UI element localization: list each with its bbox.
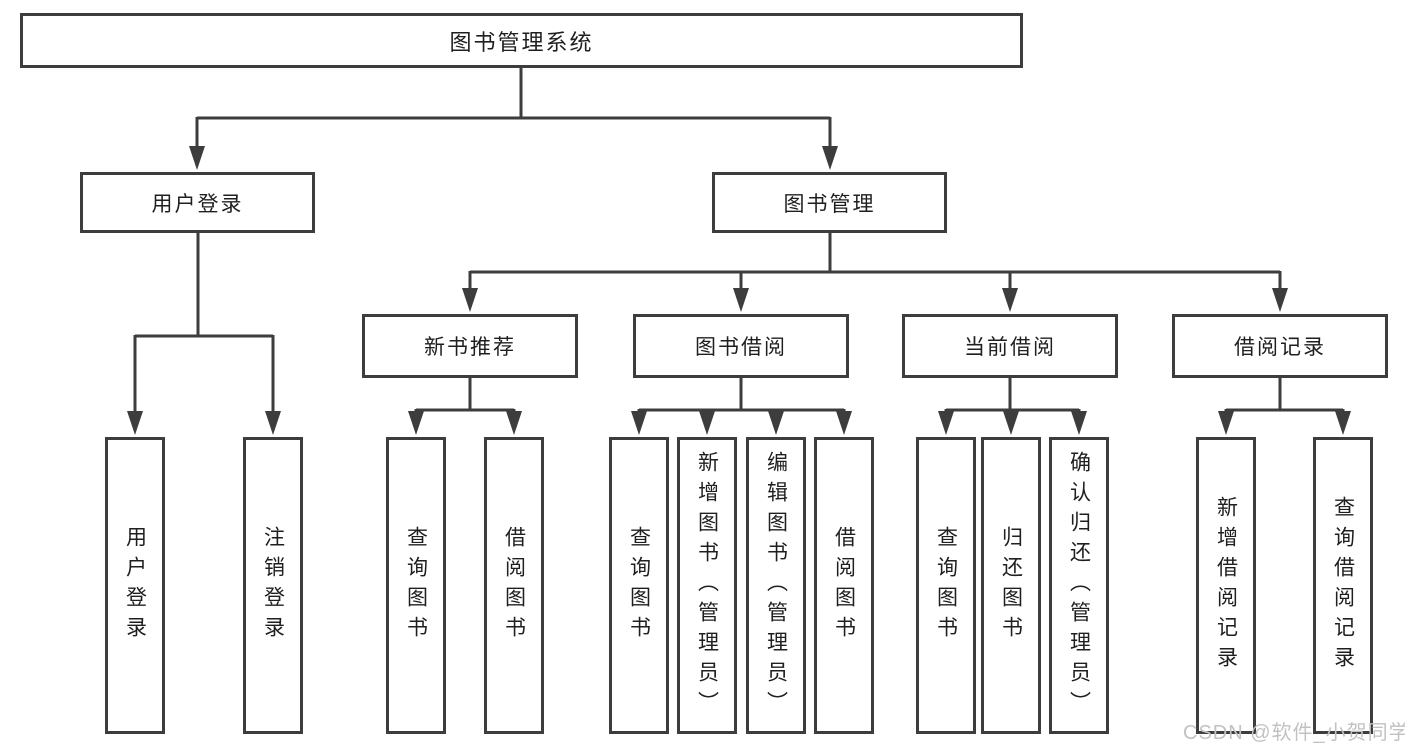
arrowhead	[768, 411, 784, 435]
watermark: CSDN @软件_小贺同学	[1183, 722, 1405, 744]
arrowhead	[938, 411, 954, 435]
arrowhead	[189, 146, 205, 170]
node-label: 查询借阅记录	[1331, 495, 1355, 676]
node-user-login: 用户登录	[80, 172, 315, 233]
node-book-management-system: 图书管理系统	[20, 13, 1023, 68]
node-label: 图书管理系统	[449, 29, 594, 55]
node-label: 确认归还（管理员）	[1067, 450, 1091, 721]
node-label: 编辑图书（管理员）	[764, 450, 788, 721]
arrowhead	[1002, 288, 1018, 312]
connector-new-books-to-leaves	[414, 378, 516, 415]
node-book-borrowing: 图书借阅	[633, 314, 849, 378]
connector-book-borrow-to-leaves	[637, 378, 846, 415]
node-label: 借阅记录	[1234, 336, 1326, 359]
node-label: 图书管理	[783, 192, 876, 216]
node-borrowing-records: 借阅记录	[1172, 314, 1388, 378]
leaf-newbooks-borrow-books: 借阅图书	[484, 437, 544, 734]
leaf-borrowing-edit-books-admin: 编辑图书（管理员）	[746, 437, 806, 734]
arrowhead	[1335, 411, 1351, 435]
node-label: 借阅图书	[832, 525, 856, 646]
connector-current-borrow-to-leaves	[944, 378, 1081, 415]
node-label: 新增借阅记录	[1214, 495, 1238, 676]
arrowhead	[408, 411, 424, 435]
node-label: 查询图书	[627, 525, 651, 646]
leaf-current-query-books: 查询图书	[916, 437, 976, 734]
node-label: 借阅图书	[502, 525, 526, 646]
leaf-borrowing-add-books-admin: 新增图书（管理员）	[677, 437, 737, 734]
node-label: 归还图书	[999, 525, 1023, 646]
node-new-book-recommend: 新书推荐	[362, 314, 578, 378]
node-label: 查询图书	[404, 525, 428, 646]
arrowhead	[1071, 411, 1087, 435]
arrowhead	[265, 411, 281, 435]
node-label: 新书推荐	[424, 336, 516, 359]
leaf-user-login: 用户登录	[105, 437, 165, 734]
arrowhead	[1272, 288, 1288, 312]
arrowhead	[462, 288, 478, 312]
arrowhead	[1218, 411, 1234, 435]
node-label: 用户登录	[123, 525, 147, 646]
arrowhead	[733, 288, 749, 312]
arrowhead	[1003, 411, 1019, 435]
node-label: 注销登录	[261, 525, 285, 646]
node-label: 查询图书	[934, 525, 958, 646]
leaf-borrowing-query-books: 查询图书	[609, 437, 669, 734]
arrowhead	[822, 146, 838, 170]
leaf-current-confirm-return-admin: 确认归还（管理员）	[1049, 437, 1109, 734]
arrowhead	[836, 411, 852, 435]
leaf-logout: 注销登录	[243, 437, 303, 734]
leaf-borrowing-borrow-books: 借阅图书	[814, 437, 874, 734]
leaf-current-return-books: 归还图书	[981, 437, 1041, 734]
node-current-borrowing: 当前借阅	[902, 314, 1118, 378]
node-label: 新增图书（管理员）	[695, 450, 719, 721]
connector-borrow-records-to-leaves	[1224, 378, 1345, 415]
arrowhead	[699, 411, 715, 435]
leaf-records-add-borrow-record: 新增借阅记录	[1196, 437, 1256, 734]
arrowhead	[506, 411, 522, 435]
leaf-records-query-borrow-record: 查询借阅记录	[1313, 437, 1373, 734]
node-label: 图书借阅	[695, 336, 787, 359]
node-label: 用户登录	[151, 192, 244, 216]
node-book-management: 图书管理	[712, 172, 947, 233]
arrowhead	[127, 411, 143, 435]
connector-user-login-to-leaves	[133, 233, 275, 415]
arrowhead	[631, 411, 647, 435]
connector-root-to-level2	[195, 68, 832, 150]
node-label: 当前借阅	[964, 336, 1056, 359]
leaf-newbooks-query-books: 查询图书	[386, 437, 446, 734]
connector-book-mgmt-to-level3	[468, 233, 1282, 292]
